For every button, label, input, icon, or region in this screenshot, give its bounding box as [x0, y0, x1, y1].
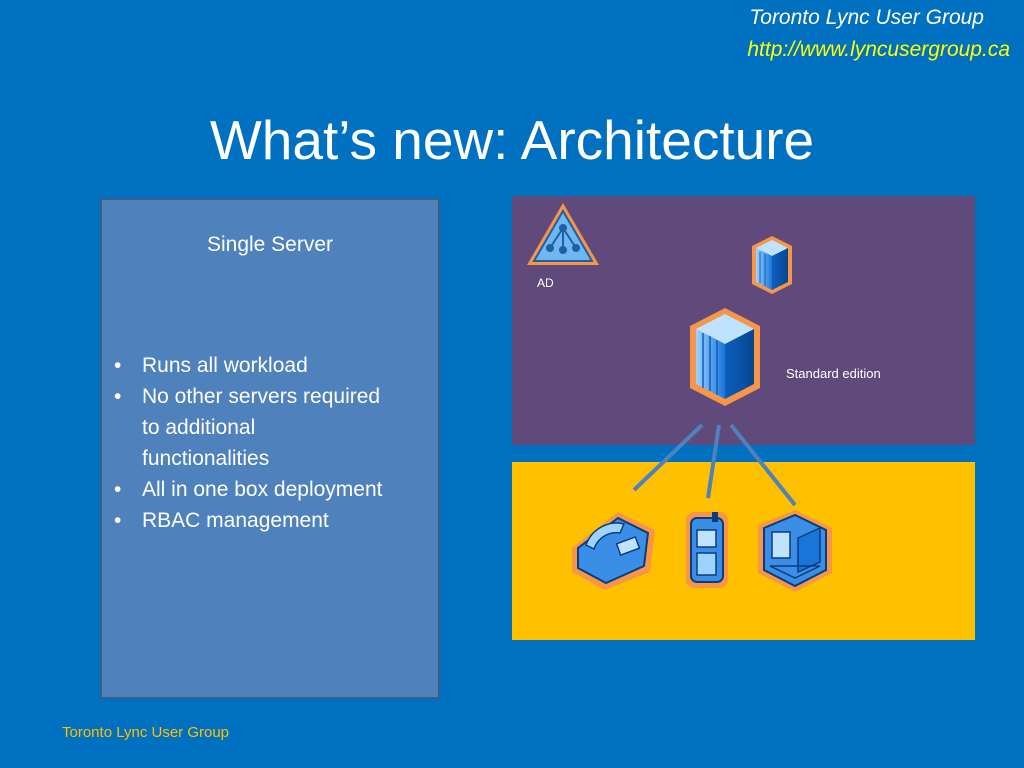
desk-phone-icon — [572, 512, 655, 590]
bullet-marker: • — [114, 509, 122, 532]
bullet-marker: • — [114, 354, 122, 377]
standard-edition-label: Standard edition — [786, 366, 881, 381]
mobile-phone-icon — [686, 512, 728, 588]
feature-list: • Runs all workload • No other servers r… — [102, 350, 422, 536]
bullet-line: All in one box deployment — [142, 478, 383, 501]
standard-edition-server-icon — [690, 308, 760, 406]
connection-line-desktop — [729, 423, 797, 507]
connection-line-phone — [632, 423, 704, 492]
bullet-line: RBAC management — [142, 509, 329, 532]
connection-line-mobile — [706, 424, 721, 499]
bullet-marker: • — [114, 478, 122, 501]
header-organization: Toronto Lync User Group — [749, 6, 984, 29]
bullet-line: Runs all workload — [142, 354, 308, 377]
footer-text: Toronto Lync User Group — [62, 724, 230, 741]
bullet-marker: • — [114, 385, 122, 408]
header-url-link[interactable]: http://www.lyncusergroup.ca — [747, 38, 1010, 61]
list-item: • All in one box deployment — [102, 474, 422, 505]
bullet-line: functionalities — [142, 447, 270, 470]
list-item: • Runs all workload — [102, 350, 422, 381]
single-server-panel: Single Server • Runs all workload • No o… — [100, 198, 440, 699]
bullet-line: No other servers required — [142, 385, 381, 408]
ad-label: AD — [537, 276, 554, 290]
list-item: • RBAC management — [102, 505, 422, 536]
small-server-icon — [752, 236, 792, 294]
bullet-line: to additional — [142, 416, 256, 439]
list-item: • No other servers required to additiona… — [102, 381, 422, 474]
connection-lines — [632, 423, 797, 507]
active-directory-icon — [527, 203, 599, 265]
desktop-computer-icon — [758, 510, 832, 592]
panel-title: Single Server — [206, 233, 334, 256]
slide-title: What’s new: Architecture — [209, 109, 815, 171]
